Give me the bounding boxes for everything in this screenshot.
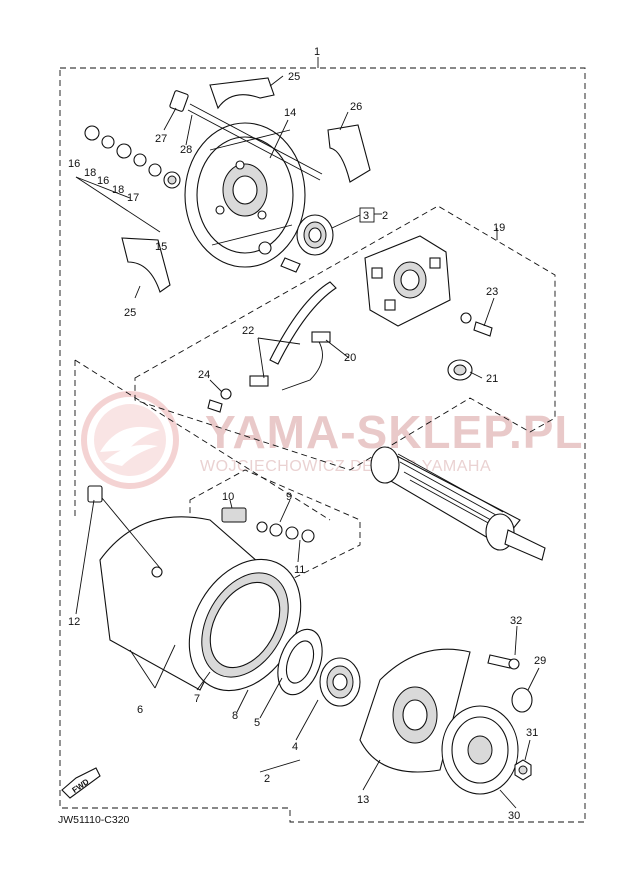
callout-14: 14 (284, 107, 296, 119)
brush-holder-boundary (134, 205, 556, 471)
callout-18-a: 18 (84, 167, 96, 179)
callout-13: 13 (357, 794, 369, 806)
callout-25-left: 25 (124, 307, 136, 319)
callout-28: 28 (180, 144, 192, 156)
callout-21: 21 (486, 373, 498, 385)
callout-16-a: 16 (68, 158, 80, 170)
callout-10: 10 (222, 491, 234, 503)
callout-32: 32 (510, 615, 522, 627)
callout-12: 12 (68, 616, 80, 628)
callout-30: 30 (508, 810, 520, 822)
yoke-housing (99, 516, 302, 692)
seal-left (121, 237, 171, 293)
callout-9: 9 (286, 491, 292, 503)
callout-31: 31 (526, 727, 538, 739)
callout-3: 3 (363, 210, 369, 222)
watermark-sub-text: WOJCIECHOWICZ DEALER YAMAHA (200, 458, 491, 475)
brush-lead (249, 281, 337, 391)
brush-holder (364, 235, 451, 327)
cover-screw (258, 241, 301, 273)
bearing-lower (319, 657, 361, 707)
bearing-upper (296, 214, 334, 256)
end-cover (184, 122, 306, 268)
shaft-nut (514, 759, 532, 781)
callout-2-bottom: 2 (264, 773, 270, 785)
brush-spring (447, 359, 473, 381)
callout-23: 23 (486, 286, 498, 298)
callout-20: 20 (344, 352, 356, 364)
callout-1: 1 (314, 46, 320, 58)
callouts: 1 25 26 14 27 28 16 18 16 18 17 3 2 15 1… (68, 46, 546, 822)
callout-2-top: 2 (382, 210, 388, 222)
callout-26: 26 (350, 101, 362, 113)
callout-6: 6 (137, 704, 143, 716)
fwd-arrow: FWD (61, 767, 101, 799)
callout-17: 17 (127, 192, 139, 204)
callout-8: 8 (232, 710, 238, 722)
watermark-main-text: YAMA-SKLEP.PL (205, 406, 584, 458)
callout-27: 27 (155, 133, 167, 145)
terminal-screw (207, 388, 232, 413)
armature (370, 446, 546, 561)
callout-16-b: 16 (97, 175, 109, 187)
callout-7: 7 (194, 693, 200, 705)
callout-19: 19 (493, 222, 505, 234)
watermark-logo (81, 391, 179, 489)
leader-lines (75, 75, 540, 809)
seal-top (209, 77, 275, 110)
callout-18-b: 18 (112, 184, 124, 196)
watermark: YAMA-SKLEP.PL WOJCIECHOWICZ DEALER YAMAH… (81, 391, 584, 489)
long-bolt (169, 90, 323, 181)
callout-25-top: 25 (288, 71, 300, 83)
diagram-code: JW51110-C320 (58, 814, 130, 826)
callout-29: 29 (534, 655, 546, 667)
gasket (277, 628, 323, 696)
callout-24: 24 (198, 369, 210, 381)
brush-holder-screw (460, 312, 493, 337)
through-bolt (87, 485, 161, 569)
armature-boundary (74, 359, 331, 521)
nut-washer-stack (84, 125, 181, 189)
callout-5: 5 (254, 717, 260, 729)
cover-bolt-32 (487, 654, 520, 670)
terminal-parts (221, 507, 315, 543)
callout-22: 22 (242, 325, 254, 337)
callout-11: 11 (294, 564, 305, 576)
starter-gear (441, 705, 519, 795)
callout-15: 15 (155, 241, 167, 253)
collar (511, 687, 533, 713)
assembly-boundary (59, 67, 586, 823)
seal-26 (327, 124, 371, 183)
callout-4: 4 (292, 741, 298, 753)
